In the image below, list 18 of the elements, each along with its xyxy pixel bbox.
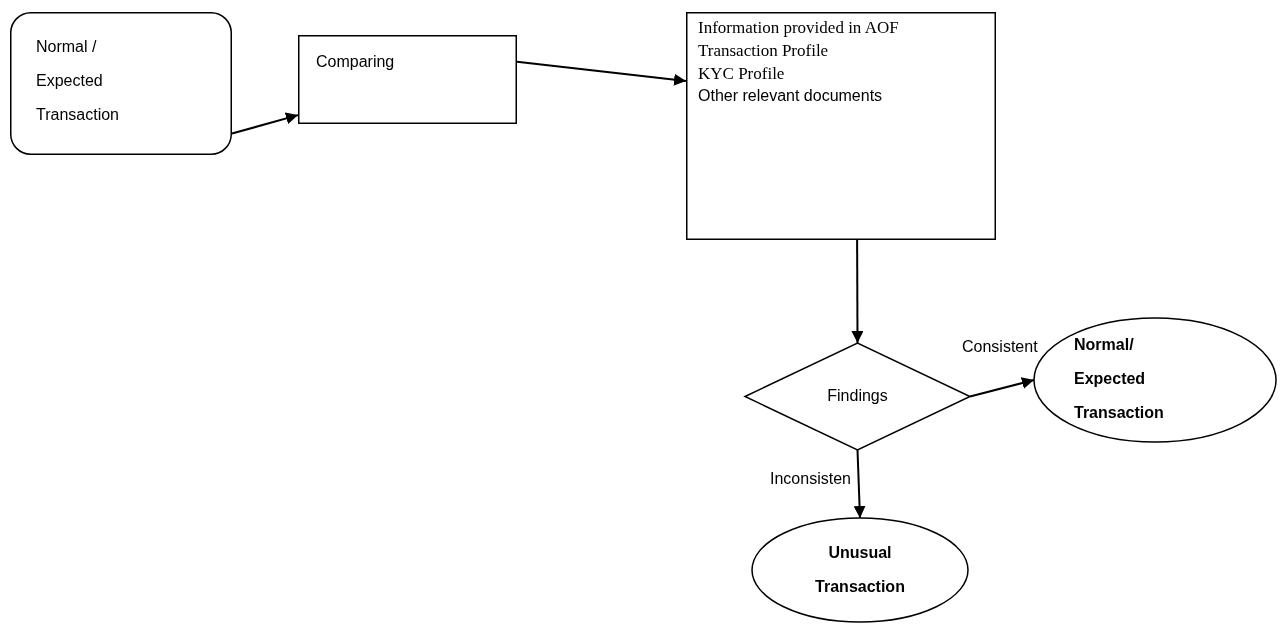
outcome-ellipse — [752, 518, 968, 622]
node-text: Information provided in AOF — [698, 17, 900, 39]
node-text: Other relevant documents — [698, 86, 884, 106]
arrow — [851, 239, 864, 344]
arrow — [969, 377, 1035, 398]
start-box — [10, 12, 232, 155]
arrow — [516, 60, 687, 86]
information-box — [686, 12, 996, 240]
node-text: Unusual Transaction — [814, 543, 906, 597]
node-text: Comparing — [316, 52, 396, 72]
process-box — [298, 35, 517, 124]
arrow — [853, 449, 866, 519]
arrow — [231, 112, 299, 135]
node-text: Transaction Profile — [698, 40, 830, 62]
node-text: KYC Profile — [698, 63, 786, 85]
node-text: Normal/ Expected Transaction — [1074, 335, 1165, 423]
node-text: Normal / Expected Transaction — [36, 37, 120, 125]
node-text: Findings — [826, 386, 889, 406]
